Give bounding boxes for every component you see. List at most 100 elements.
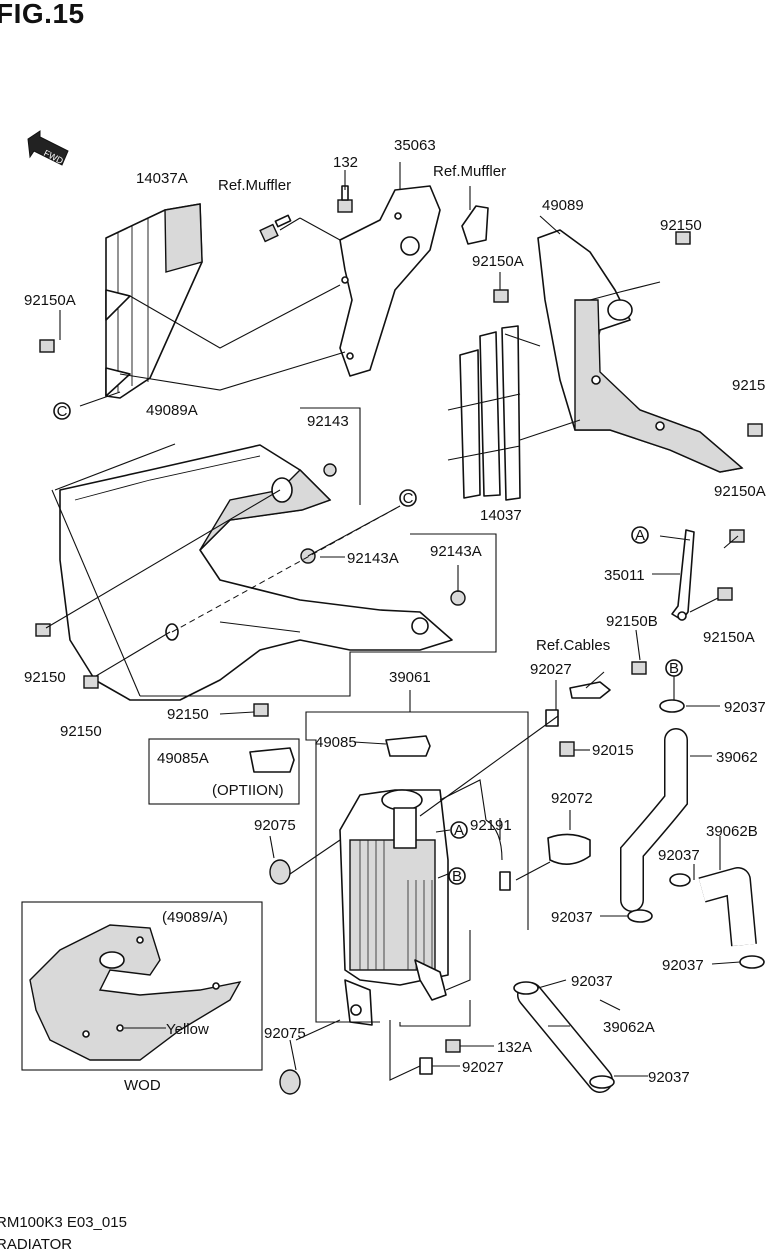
svg-text:C: C bbox=[57, 403, 68, 420]
bolt-92150-l2-icon bbox=[83, 675, 99, 689]
clamp-92037-bot2 bbox=[589, 1075, 615, 1089]
clamp-92037-mid bbox=[669, 873, 691, 887]
label-92037-bot1: 92037 bbox=[571, 973, 613, 990]
shroud-14037A bbox=[105, 203, 203, 399]
ref-circle-a-right: A bbox=[631, 526, 649, 544]
label-92037-mid: 92037 bbox=[658, 847, 700, 864]
label-92037-l: 92037 bbox=[551, 909, 593, 926]
label-132A: 132A bbox=[497, 1039, 532, 1056]
label-9215-edge: 9215 bbox=[732, 377, 765, 394]
bolt-92150B-icon bbox=[631, 661, 647, 675]
shroud-49089 bbox=[537, 229, 744, 473]
label-92150A-left: 92150A bbox=[24, 292, 76, 309]
label-92150A-r2: 92150A bbox=[703, 629, 755, 646]
cable-guide-92027 bbox=[569, 681, 611, 699]
bolt-92150A-r1-icon bbox=[729, 529, 745, 543]
label-39062: 39062 bbox=[716, 749, 758, 766]
louvre-14037 bbox=[447, 325, 521, 501]
bolt-92150A-r2-icon bbox=[717, 587, 733, 601]
label-ref-muffler-2: Ref.Muffler bbox=[433, 163, 506, 180]
ref-circle-c-top: C bbox=[53, 402, 71, 420]
clamp-92037-l bbox=[627, 909, 653, 923]
grommet-92143A-2 bbox=[450, 590, 466, 606]
label-92150A-r1: 92150A bbox=[714, 483, 766, 500]
label-92191: 92191 bbox=[470, 817, 512, 834]
label-wod: WOD bbox=[124, 1077, 161, 1094]
label-yellow: Yellow bbox=[166, 1021, 209, 1038]
footer-name: RADIATOR bbox=[0, 1236, 73, 1253]
label-ref-cables: Ref.Cables bbox=[536, 637, 610, 654]
label-92037-r1: 92037 bbox=[724, 699, 766, 716]
bolt-ref-muffler-icon bbox=[259, 214, 292, 243]
hose-92191 bbox=[485, 819, 503, 861]
shroud-49089A bbox=[59, 444, 453, 701]
fwd-arrow-icon: FWD bbox=[27, 130, 69, 166]
label-92150A-mid: 92150A bbox=[472, 253, 524, 270]
stay-35011 bbox=[671, 529, 695, 621]
label-92143: 92143 bbox=[307, 413, 349, 430]
bolt-9215-edge-icon bbox=[747, 423, 763, 437]
hose-end-92191 bbox=[499, 871, 511, 891]
grommet-92075-bot bbox=[279, 1069, 301, 1095]
label-92037-bot2: 92037 bbox=[648, 1069, 690, 1086]
label-49089A-inset: (49089/A) bbox=[162, 909, 228, 926]
label-92150-l2: 92150 bbox=[60, 723, 102, 740]
label-49089A: 49089A bbox=[146, 402, 198, 419]
label-92037-r2: 92037 bbox=[662, 957, 704, 974]
pad-49085A bbox=[249, 747, 295, 773]
svg-text:B: B bbox=[452, 868, 462, 885]
label-92150B: 92150B bbox=[606, 613, 658, 630]
bolt-132-icon bbox=[337, 185, 353, 213]
label-92027-top: 92027 bbox=[530, 661, 572, 678]
label-49085A: 49085A bbox=[157, 750, 209, 767]
option-box bbox=[148, 738, 300, 805]
svg-text:A: A bbox=[635, 527, 645, 544]
label-92075-top: 92075 bbox=[254, 817, 296, 834]
label-ref-muffler-1: Ref.Muffler bbox=[218, 177, 291, 194]
footer-code: RM100K3 E03_015 bbox=[0, 1214, 127, 1231]
wod-shroud-inset bbox=[29, 924, 242, 1061]
label-49085: 49085 bbox=[315, 734, 357, 751]
ref-circle-b-right: B bbox=[665, 659, 683, 677]
muffler-bracket bbox=[461, 205, 489, 245]
svg-text:A: A bbox=[454, 822, 464, 839]
label-35063: 35063 bbox=[394, 137, 436, 154]
label-14037: 14037 bbox=[480, 507, 522, 524]
label-35011: 35011 bbox=[604, 567, 645, 584]
grommet-92075-top bbox=[269, 859, 291, 885]
label-39062A: 39062A bbox=[603, 1019, 655, 1036]
radiator-39061 bbox=[339, 789, 449, 1026]
clamp-92037-bot1 bbox=[513, 981, 539, 995]
bolt-132A-icon bbox=[445, 1039, 461, 1053]
clamp-92037-r1 bbox=[659, 699, 685, 713]
label-92027-bot: 92027 bbox=[462, 1059, 504, 1076]
label-49089: 49089 bbox=[542, 197, 584, 214]
label-92143A-1: 92143A bbox=[347, 550, 399, 567]
grommet-92143 bbox=[323, 463, 337, 477]
ref-circle-c-mid: C bbox=[399, 489, 417, 507]
label-92143A-2: 92143A bbox=[430, 543, 482, 560]
ref-circle-b-rad: B bbox=[448, 867, 466, 885]
label-92150-l1: 92150 bbox=[24, 669, 66, 686]
label-92015: 92015 bbox=[592, 742, 634, 759]
label-option: (OPTIION) bbox=[212, 782, 284, 799]
bolt-92027-bot-icon bbox=[419, 1057, 433, 1075]
label-39061: 39061 bbox=[389, 669, 431, 686]
bolt-92150A-mid-icon bbox=[493, 289, 509, 303]
label-92150-l3: 92150 bbox=[167, 706, 209, 723]
label-92075-bot: 92075 bbox=[264, 1025, 306, 1042]
ref-circle-a-rad: A bbox=[450, 821, 468, 839]
label-132-top: 132 bbox=[333, 154, 358, 171]
bolt-92150-l1-icon bbox=[35, 623, 51, 637]
figure-title: FIG.15 bbox=[0, 0, 85, 29]
svg-text:C: C bbox=[403, 490, 414, 507]
label-92072: 92072 bbox=[551, 790, 593, 807]
clamp-92072 bbox=[547, 833, 591, 865]
bolt-92150A-left-icon bbox=[39, 339, 55, 353]
label-39062B: 39062B bbox=[706, 823, 758, 840]
bracket-35063 bbox=[339, 185, 441, 377]
svg-text:B: B bbox=[669, 660, 679, 677]
label-14037A: 14037A bbox=[136, 170, 188, 187]
grommet-92015 bbox=[559, 741, 575, 757]
